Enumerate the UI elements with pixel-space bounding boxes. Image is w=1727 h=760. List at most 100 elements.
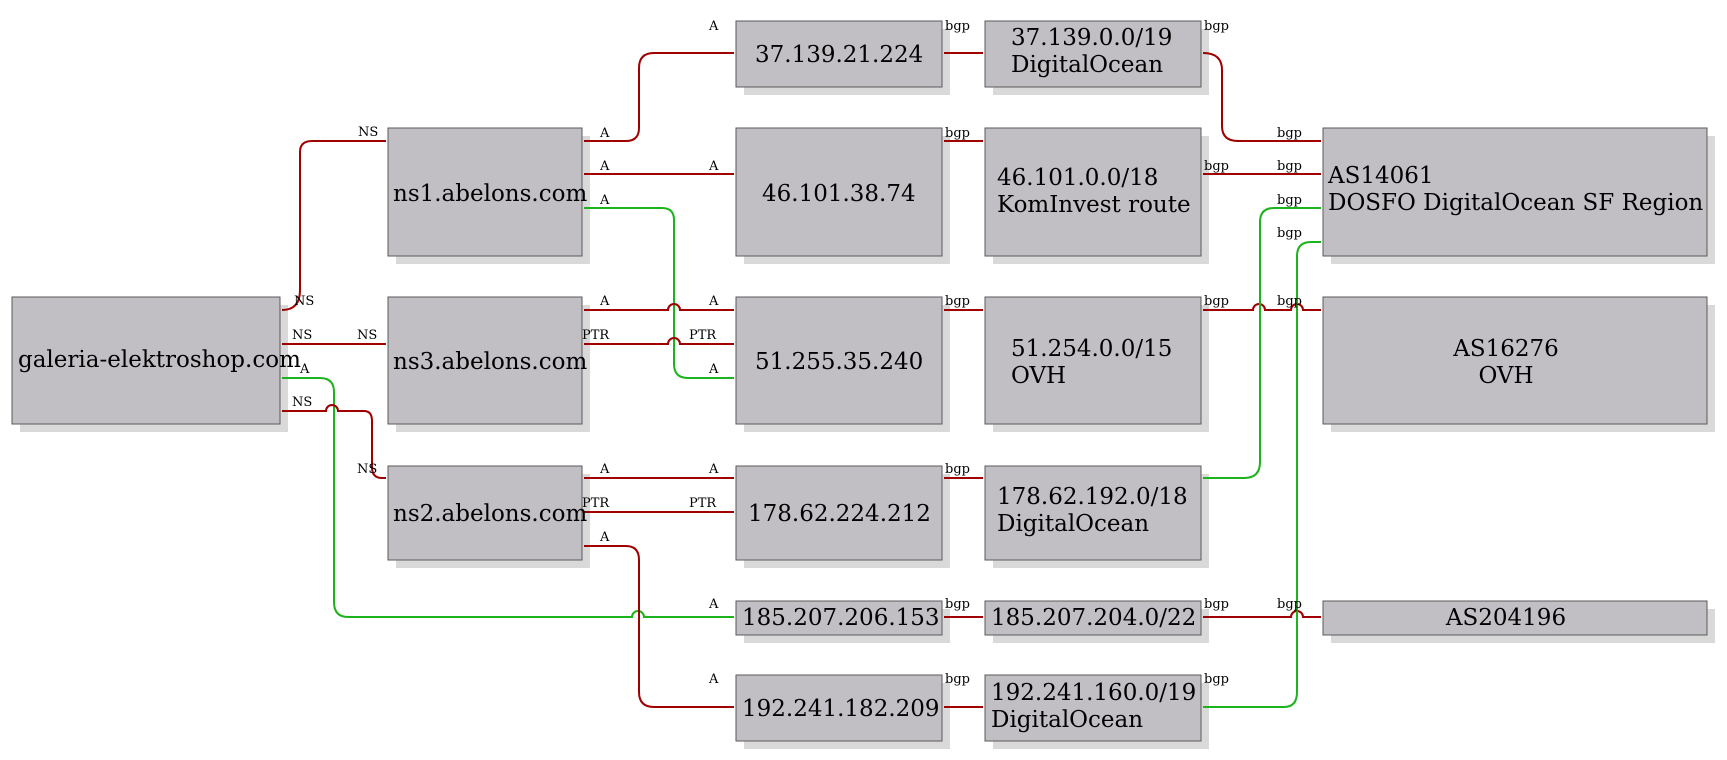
edge-label-bgp: bgp (945, 126, 970, 141)
edge-label-bgp: bgp (1277, 159, 1302, 174)
pfx3-label-0: 51.254.0.0/15 (1011, 336, 1172, 362)
edge-label-ptr: PTR (689, 328, 717, 343)
node-ns3[interactable]: ns3.abelons.com (387, 296, 587, 425)
pfx4-label-0: 178.62.192.0/18 (997, 484, 1188, 510)
edge-label-a: A (708, 462, 719, 477)
ip3-label-0: 51.255.35.240 (755, 349, 923, 375)
pfx6-label-1: DigitalOcean (991, 707, 1143, 733)
node-ip2[interactable]: 46.101.38.74 (735, 127, 943, 257)
ns3-box[interactable] (387, 296, 583, 425)
ip1-label-0: 37.139.21.224 (755, 42, 923, 68)
node-ip3[interactable]: 51.255.35.240 (735, 296, 943, 425)
pfx1-label-1: DigitalOcean (1011, 52, 1163, 78)
edge-8 (584, 337, 734, 345)
edge-label-a: A (599, 126, 610, 141)
edge-label-ns: NS (357, 462, 377, 477)
ns2-label-0: ns2.abelons.com (393, 501, 587, 527)
edge-label-a: A (599, 193, 610, 208)
as3-box[interactable] (1322, 600, 1708, 636)
edge-label-ns: NS (292, 328, 312, 343)
node-domain[interactable]: galeria-elektroshop.com (11, 296, 301, 425)
node-ip5[interactable]: 185.207.206.153 (735, 600, 943, 636)
ip4-box[interactable] (735, 465, 943, 561)
as2-box[interactable] (1322, 296, 1708, 425)
edge-label-a: A (708, 362, 719, 377)
edge-label-bgp: bgp (945, 597, 970, 612)
edge-label-a: A (599, 462, 610, 477)
pfx6-box[interactable] (984, 674, 1202, 742)
pfx1-label-0: 37.139.0.0/19 (1011, 25, 1172, 51)
edge-label-ns: NS (358, 125, 378, 140)
pfx2-label-0: 46.101.0.0/18 (997, 165, 1158, 191)
edge-label-a: A (708, 159, 719, 174)
ip6-box[interactable] (735, 674, 943, 742)
ns2-box[interactable] (387, 465, 583, 561)
edge-label-bgp: bgp (1204, 19, 1229, 34)
pfx4-box[interactable] (984, 465, 1202, 561)
ip6-label-0: 192.241.182.209 (742, 696, 940, 722)
ip1-box[interactable] (735, 20, 943, 88)
edge-22 (1203, 207, 1321, 479)
pfx5-box[interactable] (984, 600, 1202, 636)
edge-7 (584, 303, 734, 311)
ip2-label-0: 46.101.38.74 (762, 181, 916, 207)
as1-label-0: AS14061 (1327, 163, 1434, 189)
edge-0 (281, 140, 386, 311)
edge-label-bgp: bgp (945, 462, 970, 477)
node-ip1[interactable]: 37.139.21.224 (735, 20, 943, 88)
pfx4-label-1: DigitalOcean (997, 511, 1149, 537)
edge-label-a: A (599, 530, 610, 545)
edge-label-a: A (708, 597, 719, 612)
node-ip6[interactable]: 192.241.182.209 (735, 674, 943, 742)
edge-label-bgp: bgp (945, 672, 970, 687)
pfx2-box[interactable] (984, 127, 1202, 257)
pfx3-box[interactable] (984, 296, 1202, 425)
ip5-box[interactable] (735, 600, 943, 636)
edge-label-a: A (708, 19, 719, 34)
pfx5-label-0: 185.207.204.0/22 (991, 605, 1196, 631)
edge-label-bgp: bgp (1204, 159, 1229, 174)
ns1-label-0: ns1.abelons.com (393, 181, 587, 207)
edge-label-ptr: PTR (689, 496, 717, 511)
domain-box[interactable] (11, 296, 281, 425)
edge-label-bgp: bgp (1204, 672, 1229, 687)
edge-6 (584, 207, 734, 379)
as2-label-1: OVH (1478, 363, 1533, 389)
edge-label-bgp: bgp (1204, 294, 1229, 309)
node-pfx5[interactable]: 185.207.204.0/22 (984, 600, 1202, 636)
pfx1-box[interactable] (984, 20, 1202, 88)
edge-label-ptr: PTR (582, 328, 610, 343)
ns3-label-0: ns3.abelons.com (393, 349, 587, 375)
ns1-box[interactable] (387, 127, 583, 257)
edge-label-a: A (299, 362, 310, 377)
edge-label-a: A (599, 159, 610, 174)
as1-box[interactable] (1322, 127, 1708, 257)
edge-4 (584, 52, 734, 142)
edge-label-bgp: bgp (1277, 597, 1302, 612)
edge-label-ns: NS (357, 328, 377, 343)
edge-label-bgp: bgp (1277, 193, 1302, 208)
ip3-box[interactable] (735, 296, 943, 425)
ip5-label-0: 185.207.206.153 (742, 605, 940, 631)
node-as3[interactable]: AS204196 (1322, 600, 1708, 636)
edge-label-bgp: bgp (945, 294, 970, 309)
node-ip4[interactable]: 178.62.224.212 (735, 465, 943, 561)
edge-label-bgp: bgp (1277, 294, 1302, 309)
edge-23 (1203, 241, 1321, 708)
ip4-label-0: 178.62.224.212 (748, 501, 931, 527)
edge-label-a: A (708, 672, 719, 687)
ip2-box[interactable] (735, 127, 943, 257)
as2-label-0: AS16276 (1452, 336, 1559, 362)
node-ns2[interactable]: ns2.abelons.com (387, 465, 587, 561)
node-ns1[interactable]: ns1.abelons.com (387, 127, 587, 257)
domain-label-0: galeria-elektroshop.com (18, 347, 301, 373)
edge-18 (1202, 52, 1321, 142)
